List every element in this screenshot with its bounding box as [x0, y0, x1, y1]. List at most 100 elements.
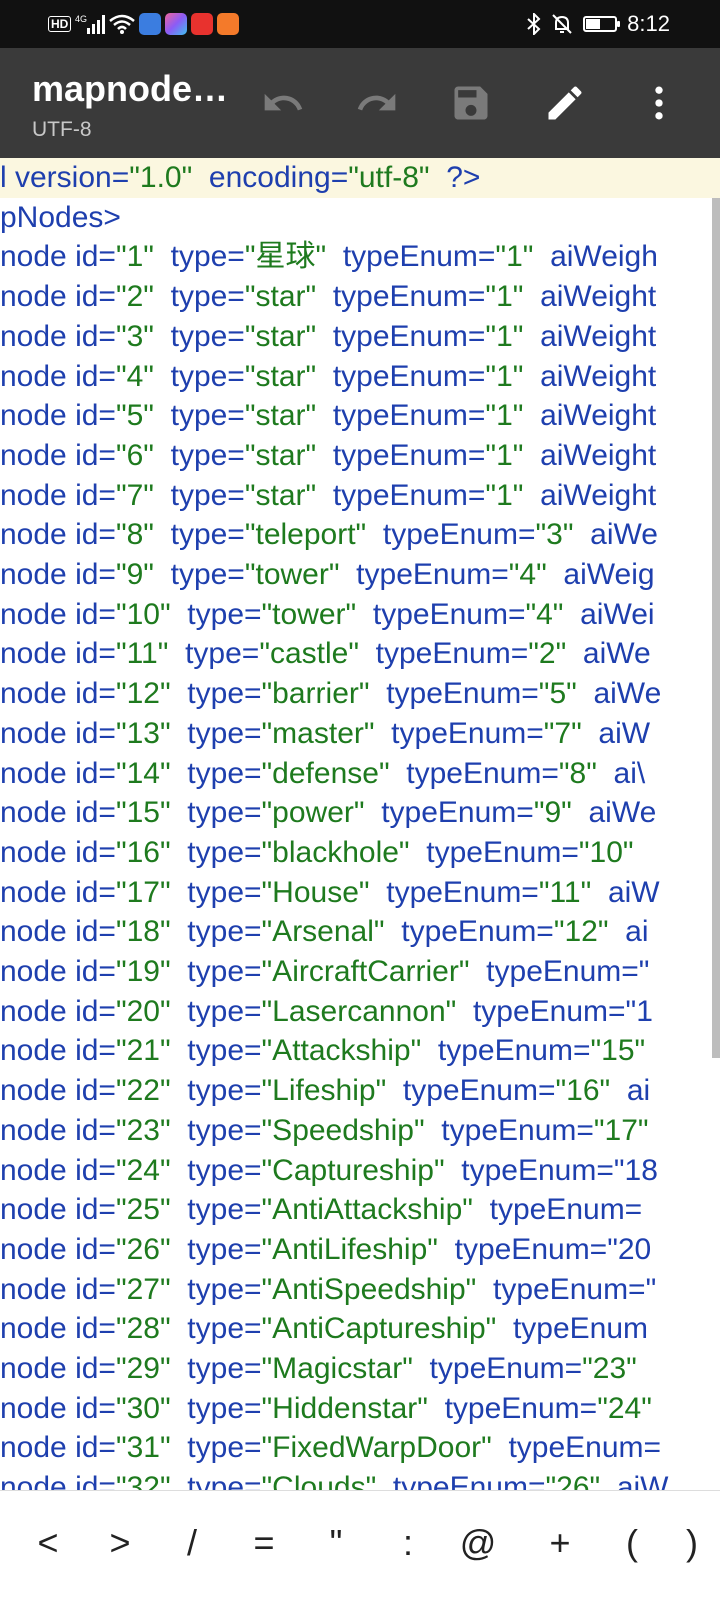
- save-button[interactable]: [446, 78, 496, 128]
- code-line[interactable]: node id="31" type="FixedWarpDoor" typeEn…: [0, 1428, 661, 1468]
- edit-button[interactable]: [540, 78, 590, 128]
- app-notification-icon: [139, 13, 162, 35]
- symbol-key[interactable]: :: [402, 1522, 413, 1563]
- code-line[interactable]: node id="10" type="tower" typeEnum="4" a…: [0, 595, 655, 635]
- attribute-value: "Magicstar": [261, 1352, 413, 1385]
- code-token: ai: [608, 915, 649, 949]
- code-token: typeEnum=: [358, 637, 529, 671]
- code-token: typeEnum=: [316, 359, 486, 393]
- code-line[interactable]: node id="26" type="AntiLifeship" typeEnu…: [0, 1230, 651, 1270]
- code-line[interactable]: node id="15" type="power" typeEnum="9" a…: [0, 793, 656, 833]
- more-options-button[interactable]: [634, 78, 684, 128]
- code-line[interactable]: node id="13" type="master" typeEnum="7" …: [0, 714, 650, 754]
- code-line[interactable]: node id="20" type="Lasercannon" typeEnum…: [0, 992, 653, 1032]
- symbol-key[interactable]: /: [186, 1522, 197, 1563]
- attribute-value: "星球": [244, 240, 327, 274]
- attribute-value: "18": [115, 915, 171, 949]
- code-token: type=: [170, 915, 262, 949]
- code-line[interactable]: node id="11" type="castle" typeEnum="2" …: [0, 634, 651, 674]
- code-token: node id=: [0, 1074, 116, 1108]
- attribute-value: "Captureship": [261, 1153, 445, 1187]
- code-token: aiWeight: [523, 399, 657, 433]
- code-token: aiWe: [566, 637, 651, 671]
- code-token: node id=: [0, 915, 116, 949]
- attribute-value: "1": [485, 478, 524, 512]
- code-editor[interactable]: l version="1.0" encoding="utf-8" ?>pNode…: [0, 158, 720, 1490]
- code-line[interactable]: node id="18" type="Arsenal" typeEnum="12…: [0, 912, 649, 952]
- attribute-value: "28": [115, 1312, 171, 1346]
- symbol-key[interactable]: +: [549, 1522, 571, 1563]
- attribute-value: "1.0": [129, 161, 193, 194]
- code-line[interactable]: node id="21" type="Attackship" typeEnum=…: [0, 1031, 645, 1071]
- code-token: encoding=: [192, 161, 349, 194]
- code-token: node id=: [0, 1312, 116, 1346]
- code-token: node id=: [0, 716, 116, 750]
- symbol-key[interactable]: (: [626, 1522, 638, 1563]
- code-line[interactable]: node id="32" type="Clouds" typeEnum="26"…: [0, 1468, 669, 1490]
- code-token: node id=: [0, 1113, 116, 1147]
- attribute-value: "22": [115, 1074, 171, 1108]
- redo-button[interactable]: [352, 78, 402, 128]
- code-line[interactable]: node id="1" type="星球" typeEnum="1" aiWei…: [0, 237, 658, 277]
- wifi-icon: [109, 14, 136, 34]
- file-name[interactable]: mapnode…: [32, 68, 229, 109]
- code-token: typeEnum=: [339, 558, 509, 591]
- code-line[interactable]: node id="3" type="star" typeEnum="1" aiW…: [0, 317, 656, 357]
- code-line[interactable]: node id="5" type="star" typeEnum="1" aiW…: [0, 396, 656, 436]
- code-token: type=: [153, 280, 245, 314]
- code-token: typeEnum=: [427, 1391, 598, 1425]
- code-token: typeEnum=: [356, 597, 526, 631]
- attribute-value: "26": [545, 1471, 601, 1490]
- code-line[interactable]: node id="4" type="star" typeEnum="1" aiW…: [0, 357, 656, 397]
- code-line[interactable]: node id="9" type="tower" typeEnum="4" ai…: [0, 555, 655, 595]
- code-line[interactable]: node id="29" type="Magicstar" typeEnum="…: [0, 1349, 637, 1389]
- symbol-key[interactable]: >: [109, 1522, 131, 1563]
- mute-bell-icon: [551, 13, 573, 35]
- symbol-key-bar: < > / = ": @ + (): [0, 1490, 720, 1601]
- code-token: node id=: [0, 558, 116, 591]
- code-line[interactable]: node id="14" type="defense" typeEnum="8"…: [0, 754, 645, 794]
- code-token: node id=: [0, 1471, 116, 1490]
- attribute-value: "23": [115, 1113, 171, 1147]
- code-line[interactable]: node id="30" type="Hiddenstar" typeEnum=…: [0, 1389, 652, 1429]
- code-token: node id=: [0, 399, 116, 433]
- code-line[interactable]: node id="22" type="Lifeship" typeEnum="1…: [0, 1071, 650, 1111]
- code-token: type=: [153, 240, 245, 274]
- code-line[interactable]: node id="16" type="blackhole" typeEnum="…: [0, 833, 634, 873]
- code-line[interactable]: node id="6" type="star" typeEnum="1" aiW…: [0, 436, 656, 476]
- attribute-value: "16": [555, 1074, 611, 1108]
- attribute-value: "utf-8": [348, 161, 430, 194]
- code-line[interactable]: node id="12" type="barrier" typeEnum="5"…: [0, 674, 661, 714]
- code-line[interactable]: node id="28" type="AntiCaptureship" type…: [0, 1309, 648, 1349]
- code-token: node id=: [0, 1391, 116, 1425]
- symbol-key[interactable]: @: [459, 1522, 497, 1563]
- code-token: type=: [170, 1193, 262, 1227]
- symbol-key[interactable]: ): [686, 1522, 698, 1563]
- editor-scrollbar[interactable]: [712, 198, 720, 1058]
- code-line[interactable]: pNodes>: [0, 198, 121, 238]
- symbol-key[interactable]: =: [253, 1522, 275, 1563]
- undo-button[interactable]: [258, 78, 308, 128]
- code-line[interactable]: node id="7" type="star" typeEnum="1" aiW…: [0, 476, 656, 516]
- attribute-value: "12": [115, 677, 171, 711]
- attribute-value: "30": [115, 1391, 171, 1425]
- code-line[interactable]: node id="25" type="AntiAttackship" typeE…: [0, 1190, 642, 1230]
- code-token: typeEnum=: [424, 1113, 594, 1147]
- status-left: HD 4G: [48, 11, 240, 37]
- code-line[interactable]: node id="2" type="star" typeEnum="1" aiW…: [0, 277, 656, 317]
- attribute-value: "AntiLifeship": [261, 1232, 438, 1266]
- status-right: 8:12: [527, 8, 670, 40]
- code-token: typeEnum=: [316, 319, 486, 353]
- code-token: typeEnum=: [366, 518, 536, 552]
- code-line[interactable]: node id="24" type="Captureship" typeEnum…: [0, 1151, 658, 1191]
- code-line[interactable]: node id="8" type="teleport" typeEnum="3"…: [0, 515, 658, 555]
- code-token: l version=: [0, 161, 130, 194]
- code-line[interactable]: node id="17" type="House" typeEnum="11" …: [0, 873, 660, 913]
- code-line[interactable]: node id="19" type="AircraftCarrier" type…: [0, 952, 649, 992]
- code-line[interactable]: node id="27" type="AntiSpeedship" typeEn…: [0, 1270, 656, 1310]
- code-token: aiWeight: [523, 359, 657, 393]
- symbol-key[interactable]: ": [329, 1522, 343, 1563]
- code-line[interactable]: l version="1.0" encoding="utf-8" ?>: [0, 158, 720, 198]
- symbol-key[interactable]: <: [37, 1522, 59, 1563]
- code-line[interactable]: node id="23" type="Speedship" typeEnum="…: [0, 1111, 649, 1151]
